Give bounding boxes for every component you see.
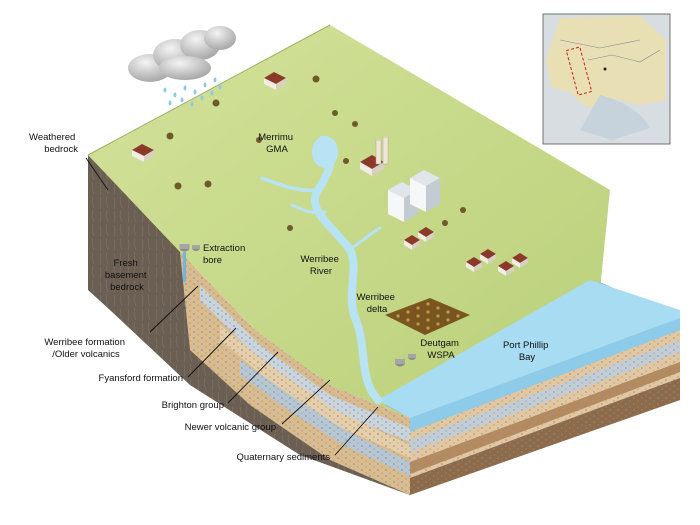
leader-lines xyxy=(85,157,379,456)
label-werribee-delta: Werribee delta xyxy=(356,292,397,315)
delta-fields xyxy=(385,298,470,335)
label-port-phillip-bay: Port Phillip Bay xyxy=(503,340,551,363)
land-surface xyxy=(87,24,610,418)
factory-icon xyxy=(375,136,389,165)
label-extraction-bore: Extraction bore xyxy=(203,243,248,266)
label-merrimu-gma: Merrimu GMA xyxy=(258,132,295,155)
label-brighton-group: Brighton group xyxy=(162,400,224,411)
reservoir xyxy=(312,136,338,168)
house-icon xyxy=(264,72,286,90)
label-weathered-bedrock: Weathered bedrock xyxy=(29,132,78,155)
house-icon xyxy=(132,144,154,162)
werribee-river xyxy=(260,136,382,404)
houses xyxy=(132,72,528,276)
house-icon xyxy=(418,227,434,242)
office-buildings-icon xyxy=(388,170,440,222)
house-icon xyxy=(466,257,482,272)
label-deutgam-wspa: Deutgam WSPA xyxy=(420,338,461,361)
rain-cloud-icon xyxy=(128,26,236,107)
label-newer-volcanic-group: Newer volcanic group xyxy=(185,422,276,433)
label-fyansford-formation: Fyansford formation xyxy=(99,373,183,384)
bay-cross-section xyxy=(410,318,680,495)
wspa-bore-icon xyxy=(395,354,416,367)
port-phillip-bay xyxy=(378,280,680,432)
label-werribee-river: Werribee River xyxy=(300,254,341,277)
label-fresh-bedrock: Fresh basement bedrock xyxy=(105,258,149,293)
house-icon xyxy=(404,235,420,250)
label-werribee-formation: Werribee formation /Older volcanics xyxy=(44,337,127,360)
house-icon xyxy=(480,249,496,264)
house-icon xyxy=(512,253,528,268)
label-quaternary-sediments: Quaternary sediments xyxy=(237,452,331,463)
trees xyxy=(166,75,466,231)
sediment-layers xyxy=(180,252,410,495)
house-icon xyxy=(498,261,514,276)
extraction-bore-icon xyxy=(179,244,200,282)
inset-map xyxy=(542,13,671,145)
